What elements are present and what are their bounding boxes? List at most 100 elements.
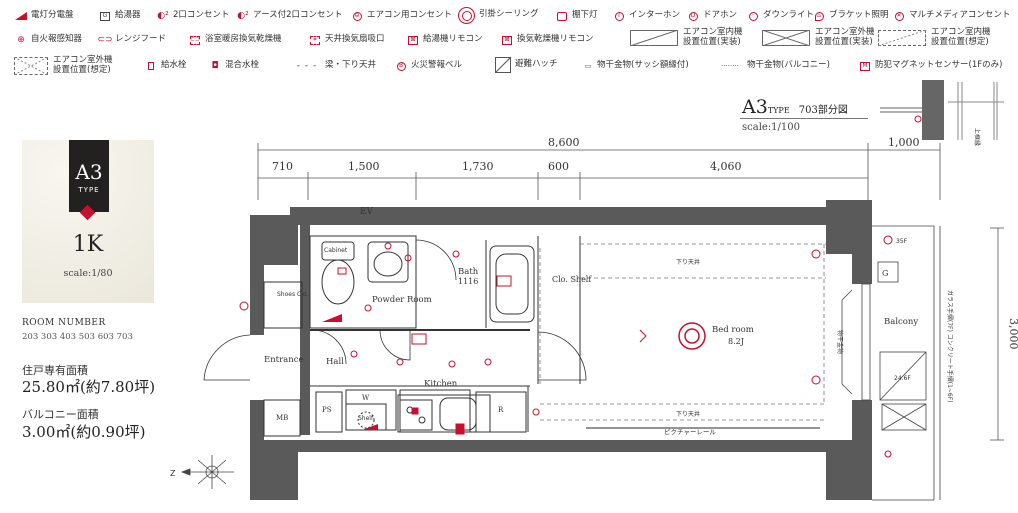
drop-ceiling-label-2: 下り天井	[676, 410, 700, 418]
kitchen-label: Kitchen	[424, 379, 458, 389]
electrical-symbols	[239, 235, 893, 458]
entrance-label: Entrance	[264, 355, 304, 365]
rail-note-label: ガラス手摺(7F) コンクリート手摺(1~6F)	[946, 290, 954, 403]
dimension-lines	[257, 143, 1004, 441]
compass-icon	[180, 455, 234, 489]
room-numbers: 203 303 403 503 603 703	[22, 332, 133, 342]
ev-label: EV	[360, 207, 374, 217]
aircon-outdoor-icon	[762, 29, 810, 46]
legend-item: エアコン室外機設置位置(想定)	[14, 55, 113, 76]
clo-shelf-label: Clo. Shelf	[552, 275, 592, 284]
downlight-icon: ·	[746, 10, 760, 22]
legend-item: ⊠ 換気乾燥機リモコン	[500, 34, 594, 46]
baseboard-label: 上框縁	[973, 128, 981, 146]
partial-view-title: A3TYPE 703部分図	[742, 96, 848, 118]
drying-hanger-sash-icon: ▭	[584, 61, 592, 70]
multimedia-outlet-icon: ✕	[894, 11, 904, 21]
legend-item: ⊕ 自火報感知器	[14, 34, 82, 46]
balcony-label: Balcony	[884, 317, 918, 327]
legend-item: D ドアホン	[686, 10, 737, 22]
legend-item: · ダウンライト	[746, 10, 814, 22]
escape-hatch-icon	[494, 56, 512, 74]
drop-ceiling-lines	[539, 243, 826, 421]
dim-vertical: 3,000	[1007, 318, 1018, 350]
distribution-board-icon	[322, 314, 342, 322]
ps-label: PS	[322, 406, 332, 414]
dim-balcony: 1,000	[888, 136, 920, 149]
bracket-light-icon: ⌓	[812, 10, 826, 22]
double-outlet-icon: ◐²	[157, 10, 169, 21]
doorphone-icon: D	[686, 10, 700, 22]
under-shelf-light-icon	[555, 10, 569, 22]
water-tap-icon	[144, 60, 158, 72]
toilet	[321, 241, 355, 305]
fire-bell-icon: B	[394, 60, 408, 72]
legend-item: 引掛シーリング	[456, 6, 539, 24]
dim-seg-5: 4,060	[710, 160, 742, 173]
magnet-sensor-icon: M	[858, 60, 872, 72]
dim-seg-4: 600	[548, 160, 569, 173]
heater-size-label: 24.6F	[894, 375, 911, 382]
doorphone-icon	[239, 301, 249, 311]
type-badge: A3 TYPE	[69, 140, 109, 212]
partial-view-scale: scale:1/100	[742, 122, 800, 133]
legend-item: ◐² アース付2口コンセント	[237, 10, 343, 21]
walls	[250, 200, 872, 500]
legend-item: ◘ 混合水栓	[208, 60, 259, 72]
legend-item: ⌓ ブラケット照明	[812, 10, 889, 22]
bathtub	[489, 245, 535, 323]
stove	[399, 399, 433, 431]
powder-sink	[367, 241, 409, 283]
balcony-area-value: 3.00㎡(約0.90坪)	[22, 423, 146, 441]
range-hood-icon: ⊂⊃	[97, 34, 113, 45]
w-label: W	[362, 394, 370, 402]
plan-scale: scale:1/80	[63, 268, 113, 279]
legend-item: エアコン室内機設置位置(想定)	[878, 27, 991, 48]
partial-view-drawing: 上框縁	[880, 80, 1004, 146]
ceiling-vent-icon: ⌗	[308, 34, 322, 46]
title-rule	[740, 118, 868, 119]
legend: 電灯分電盤 G 給湯器 ◐² 2口コンセント ◐² アース付2口コンセント ⊖ …	[0, 0, 1018, 82]
intercom-icon: I	[612, 10, 626, 22]
legend-item: G 給湯器	[98, 10, 141, 22]
dim-total: 8,600	[548, 136, 580, 149]
mb-label: MB	[276, 414, 288, 422]
legend-item: エアコン室外機設置位置(実装)	[762, 27, 875, 48]
hanger-label: 物干金物	[836, 330, 844, 354]
ceiling-hook-icon	[678, 322, 706, 350]
plan-type: 1K	[72, 232, 104, 257]
ceiling-hook-icon	[456, 6, 476, 24]
legend-item: B 火災警報ベル	[394, 60, 462, 72]
dim-seg-1: 710	[272, 160, 293, 173]
legend-item: ········ 物干金物(バルコニー)	[716, 60, 830, 72]
balcony	[841, 225, 941, 501]
legend-item: ⊂⊃ レンジフード	[97, 34, 167, 45]
aircon-outdoor-planned-icon	[14, 56, 48, 75]
fire-bell-icon	[883, 235, 893, 245]
shoes-clo-label: Shoes Clo.	[277, 291, 308, 298]
legend-item: ✕ マルチメディアコンセント	[892, 10, 1010, 22]
bath-dryer-icon: ⊂⊃	[189, 35, 201, 45]
legend-item: ⊠ 給湯機リモコン	[406, 34, 483, 46]
legend-item: M 防犯マグネットセンサー(1Fのみ)	[858, 60, 1002, 72]
interior-walls	[263, 235, 581, 437]
refrigerator-label: R	[498, 406, 504, 414]
legend-item: エアコン室内機設置位置(実装)	[630, 27, 743, 48]
dim-seg-3: 1,730	[462, 160, 494, 173]
balcony-area-label: バルコニー面積	[22, 408, 99, 421]
type-panel: A3 TYPE 1K scale:1/80	[22, 140, 154, 303]
g-label: G	[882, 269, 888, 278]
type-word: TYPE	[78, 186, 100, 194]
aircon-indoor-icon	[630, 29, 678, 46]
bell-label: 35F	[896, 238, 908, 245]
picture-rail-label: ピクチャーレール	[664, 428, 716, 436]
beam-line-icon: - - -	[296, 60, 318, 71]
legend-item: ⊂⊃ 浴室暖房換気乾燥機	[189, 34, 282, 45]
legend-item: ⌗ 天井換気扇吸口	[308, 34, 385, 46]
shelf-label: Shelf	[358, 415, 374, 422]
legend-item: 避難ハッチ	[494, 56, 558, 74]
dryer-remote-icon: ⊠	[500, 34, 514, 46]
room-number-label: ROOM NUMBER	[22, 318, 106, 328]
legend-item: I インターホン	[612, 10, 680, 22]
